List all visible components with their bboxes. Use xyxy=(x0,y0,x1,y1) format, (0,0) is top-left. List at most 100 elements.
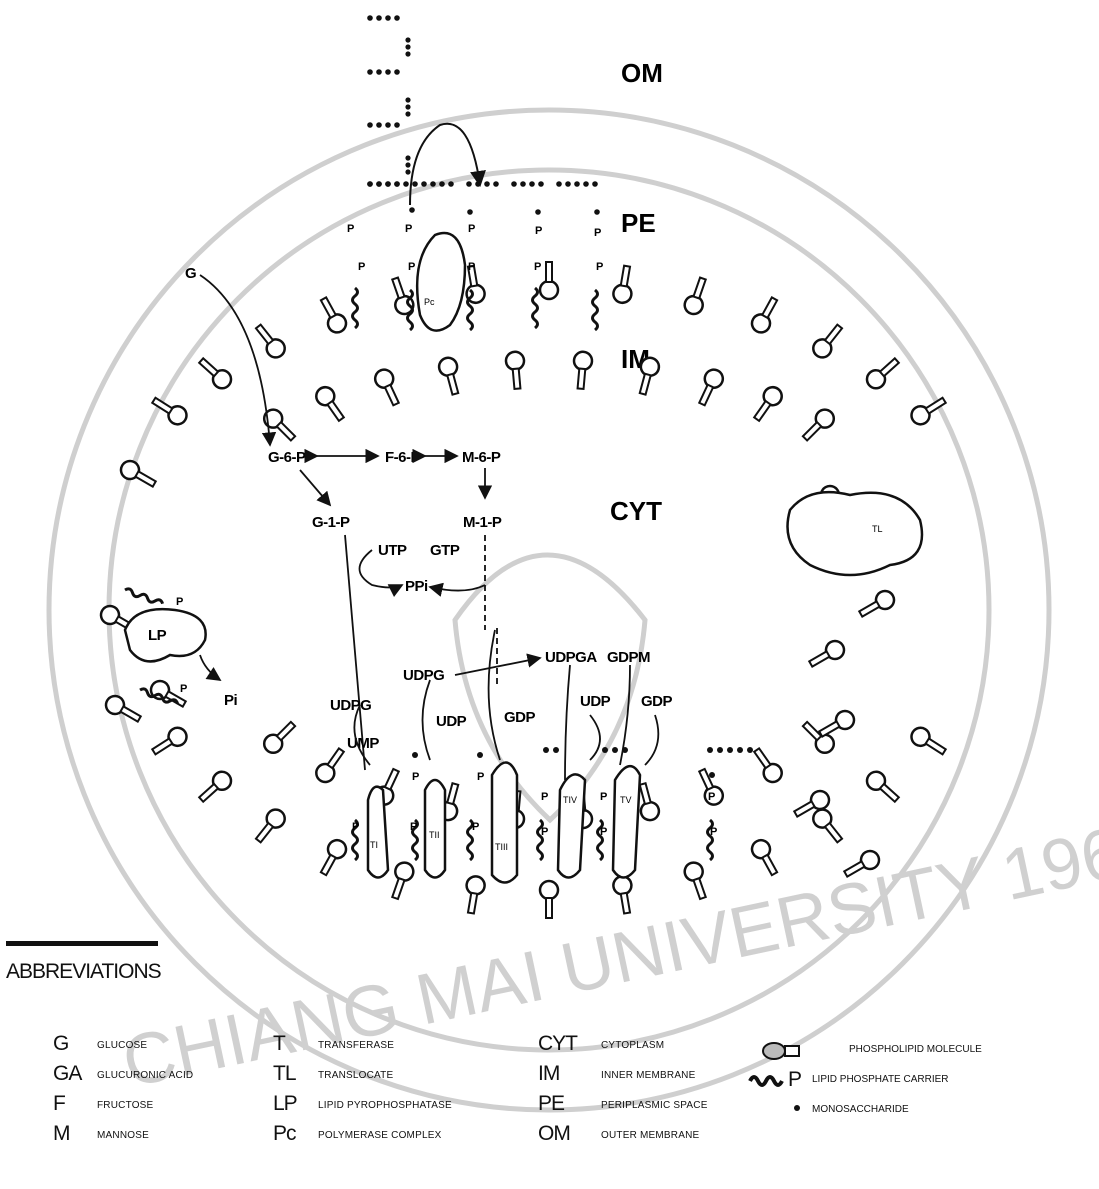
monosaccharide-dot xyxy=(553,747,559,753)
phosphate-label: P xyxy=(535,225,542,237)
om-dot xyxy=(394,15,400,21)
abbreviation-key: TL xyxy=(273,1062,296,1086)
ti-label: TI xyxy=(370,840,378,850)
om-dot xyxy=(385,69,391,75)
phospholipid-molecule xyxy=(863,768,903,806)
phospholipid-molecule xyxy=(863,354,903,392)
phospholipid-molecule xyxy=(149,724,190,759)
monosaccharide-dot xyxy=(717,747,723,753)
gdpm-label: GDPM xyxy=(607,649,650,666)
region-pe-label: PE xyxy=(621,208,656,238)
abbreviation-desc: GLUCURONIC ACID xyxy=(97,1070,193,1081)
monosaccharide-icon xyxy=(792,1100,806,1127)
monosaccharide-dot xyxy=(602,747,608,753)
phospholipid-molecule xyxy=(694,367,726,408)
lipid-phosphate-carrier-icon xyxy=(748,1070,788,1097)
lipid-phosphate-carrier xyxy=(353,288,358,328)
phospholipid-molecule xyxy=(505,351,526,389)
om-dot xyxy=(376,122,382,128)
gtp-label: GTP xyxy=(430,542,460,559)
phospholipid-molecule xyxy=(682,276,711,317)
udpg-left-label: UDPG xyxy=(330,697,371,714)
phospholipid-molecule xyxy=(749,837,783,878)
om-dot xyxy=(511,181,517,187)
phosphate-label: P xyxy=(477,771,484,783)
abbreviation-key: F xyxy=(53,1092,65,1116)
tv-label: TV xyxy=(620,795,632,805)
om-dot xyxy=(556,181,562,187)
ump-label: UMP xyxy=(347,735,379,752)
phospholipid-molecule xyxy=(316,295,350,336)
om-dot xyxy=(405,162,410,167)
abbreviation-desc: FRUCTOSE xyxy=(97,1100,153,1111)
lipid-phosphate-carrier xyxy=(533,288,538,328)
om-dot xyxy=(484,181,490,187)
om-dot xyxy=(367,122,373,128)
phospholipid-molecule xyxy=(195,768,235,806)
phosphate-label: P xyxy=(412,771,419,783)
phospholipid-molecule xyxy=(749,384,785,425)
phospholipid-molecule xyxy=(612,265,636,304)
phospholipid-molecule xyxy=(799,406,838,445)
monosaccharide-dot xyxy=(747,747,753,753)
g6p-label: G-6-P xyxy=(268,449,306,466)
abbreviation-desc: INNER MEMBRANE xyxy=(601,1070,695,1081)
translocase: TL xyxy=(788,492,923,575)
tii-label: TII xyxy=(429,830,440,840)
phospholipid-molecule xyxy=(749,745,785,786)
g-label: G xyxy=(185,265,196,282)
phospholipid-molecule xyxy=(387,860,416,901)
pe-monosaccharide xyxy=(535,209,541,215)
phosphate-label: P xyxy=(594,227,601,239)
pe-monosaccharide xyxy=(467,209,473,215)
phospholipid-molecule xyxy=(313,384,349,425)
phosphate-label: P xyxy=(541,826,548,838)
phosphate-label: P xyxy=(600,826,607,838)
ppi-label: PPi xyxy=(405,578,428,595)
pe-monosaccharide xyxy=(409,207,415,213)
phosphate-label: P xyxy=(472,821,479,833)
phosphate-label: P xyxy=(600,791,607,803)
monosaccharide-dot xyxy=(707,747,713,753)
phospholipid-molecule xyxy=(118,458,159,492)
abbreviation-desc: LIPID PYROPHOSPHATASE xyxy=(318,1100,452,1111)
utp-label: UTP xyxy=(378,542,407,559)
om-dot xyxy=(574,181,580,187)
phosphate-label: P xyxy=(358,261,365,273)
om-dot xyxy=(394,122,400,128)
gdp-1-label: GDP xyxy=(504,709,536,726)
om-dot xyxy=(538,181,544,187)
om-dot xyxy=(405,155,410,160)
legend-key: P xyxy=(788,1068,802,1092)
om-dot xyxy=(405,111,410,116)
abbreviation-key: M xyxy=(53,1122,70,1146)
om-dot xyxy=(367,181,373,187)
om-dot xyxy=(565,181,571,187)
phospholipid-molecule xyxy=(313,745,349,786)
monosaccharide-dot xyxy=(709,772,715,778)
abbreviation-key: Pc xyxy=(273,1122,296,1146)
region-cyt-label: CYT xyxy=(610,496,662,526)
abbreviation-key: IM xyxy=(538,1062,559,1086)
monosaccharide-dot xyxy=(477,752,483,758)
phospholipid-molecule xyxy=(908,724,949,759)
phosphate-label: P xyxy=(410,821,417,833)
om-dot xyxy=(448,181,454,187)
udp-1-label: UDP xyxy=(436,713,467,730)
om-dot xyxy=(430,181,436,187)
phospholipid-molecule xyxy=(251,806,288,846)
om-dot xyxy=(405,51,410,56)
om-dot xyxy=(403,181,409,187)
phospholipid-molecule xyxy=(316,837,350,878)
om-dot xyxy=(405,37,410,42)
abbreviation-key: PE xyxy=(538,1092,564,1116)
phosphate-label: P xyxy=(347,223,354,235)
phospholipid-molecule xyxy=(572,351,593,389)
udp-2-label: UDP xyxy=(580,693,611,710)
phospholipid-molecule xyxy=(856,588,897,622)
phospholipid-molecule xyxy=(462,875,486,914)
abbreviations-rule xyxy=(6,941,158,946)
abbreviation-desc: GLUCOSE xyxy=(97,1040,147,1051)
lipid-phosphate-carrier xyxy=(124,588,163,606)
